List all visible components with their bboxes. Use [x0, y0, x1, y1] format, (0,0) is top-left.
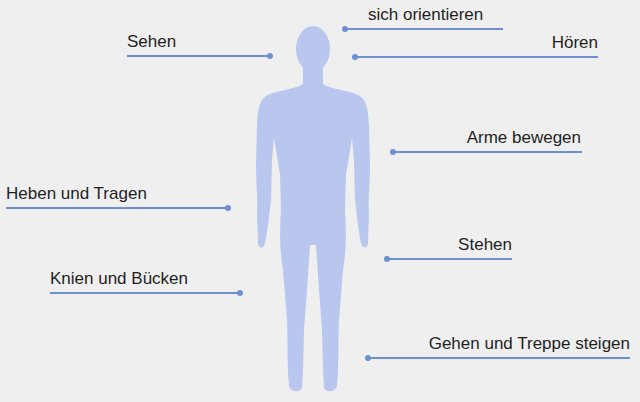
- leader-lines: [6, 29, 630, 358]
- function-label: Heben und Tragen: [6, 184, 147, 204]
- leader-dots: [225, 26, 396, 361]
- human-silhouette: [256, 26, 370, 391]
- function-label: Stehen: [458, 235, 512, 255]
- function-label: Sehen: [127, 32, 176, 52]
- function-label: sich orientieren: [368, 5, 483, 25]
- function-label: Hören: [552, 33, 598, 53]
- function-label: Arme bewegen: [467, 128, 581, 148]
- function-label: Knien und Bücken: [50, 269, 188, 289]
- function-label: Gehen und Treppe steigen: [429, 334, 630, 354]
